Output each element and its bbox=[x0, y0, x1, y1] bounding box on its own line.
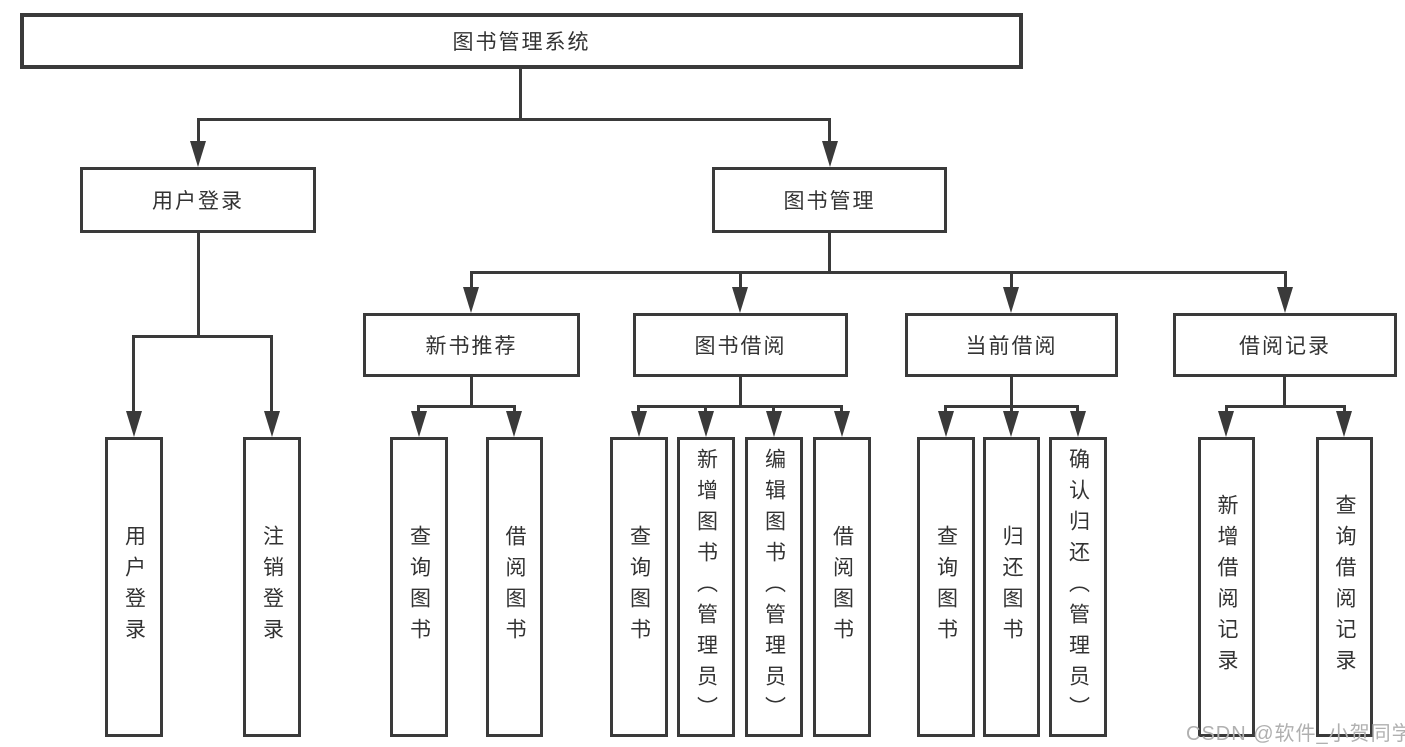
leaf-label: 查询图书 bbox=[407, 525, 431, 649]
connector-line bbox=[1076, 405, 1079, 415]
connector-line bbox=[417, 405, 420, 415]
connector-line bbox=[470, 377, 473, 407]
connector-line bbox=[270, 335, 273, 415]
arrow-down-icon bbox=[698, 411, 714, 437]
arrow-down-icon bbox=[264, 411, 280, 437]
leaf-logout: 注销登录 bbox=[243, 437, 301, 737]
csdn-watermark: CSDN @软件_小贺同学 bbox=[1186, 723, 1405, 745]
connector-line bbox=[1010, 271, 1013, 291]
connector-line bbox=[197, 118, 831, 121]
connector-line bbox=[840, 405, 843, 415]
arrow-down-icon bbox=[766, 411, 782, 437]
leaf-borrow-books: 借阅图书 bbox=[813, 437, 871, 737]
connector-line bbox=[772, 405, 775, 415]
connector-line bbox=[132, 335, 273, 338]
connector-line bbox=[418, 405, 516, 408]
node-user-login: 用户登录 bbox=[80, 167, 316, 233]
arrow-down-icon bbox=[1003, 411, 1019, 437]
arrow-down-icon bbox=[732, 287, 748, 313]
leaf-label: 新增图书（管理员） bbox=[694, 447, 718, 727]
connector-line bbox=[470, 271, 473, 291]
leaf-label: 确认归还（管理员） bbox=[1066, 447, 1090, 727]
connector-line bbox=[1225, 405, 1228, 415]
connector-line bbox=[1343, 405, 1346, 415]
node-label: 图书管理 bbox=[783, 190, 876, 213]
arrow-down-icon bbox=[1277, 287, 1293, 313]
arrow-down-icon bbox=[631, 411, 647, 437]
leaf-search-books: 查询图书 bbox=[610, 437, 668, 737]
node-library-management-system: 图书管理系统 bbox=[20, 13, 1023, 69]
leaf-add-books-admin: 新增图书（管理员） bbox=[677, 437, 735, 737]
leaf-label: 借阅图书 bbox=[830, 525, 854, 649]
connector-line bbox=[1283, 377, 1286, 407]
arrow-down-icon bbox=[411, 411, 427, 437]
node-book-borrowing: 图书借阅 bbox=[633, 313, 848, 377]
node-new-book-recommendation: 新书推荐 bbox=[363, 313, 580, 377]
arrow-down-icon bbox=[1218, 411, 1234, 437]
leaf-confirm-return-admin: 确认归还（管理员） bbox=[1049, 437, 1107, 737]
leaf-search-borrow-record: 查询借阅记录 bbox=[1316, 437, 1373, 737]
leaf-user-login: 用户登录 bbox=[105, 437, 163, 737]
node-label: 新书推荐 bbox=[425, 335, 518, 358]
leaf-edit-books-admin: 编辑图书（管理员） bbox=[745, 437, 803, 737]
leaf-label: 用户登录 bbox=[122, 525, 146, 649]
leaf-label: 查询图书 bbox=[627, 525, 651, 649]
connector-line bbox=[1010, 377, 1013, 407]
leaf-label: 注销登录 bbox=[260, 525, 284, 649]
node-label: 用户登录 bbox=[152, 190, 244, 213]
leaf-return-books: 归还图书 bbox=[983, 437, 1040, 737]
connector-line bbox=[739, 377, 742, 407]
connector-line bbox=[197, 118, 200, 150]
arrow-down-icon bbox=[822, 141, 838, 167]
connector-line bbox=[828, 233, 831, 273]
arrow-down-icon bbox=[190, 141, 206, 167]
connector-line bbox=[1010, 405, 1013, 415]
leaf-label: 查询图书 bbox=[934, 525, 958, 649]
arrow-down-icon bbox=[1336, 411, 1352, 437]
arrow-down-icon bbox=[834, 411, 850, 437]
connector-line bbox=[638, 405, 843, 408]
connector-line bbox=[1284, 271, 1287, 291]
node-label: 图书借阅 bbox=[694, 335, 787, 358]
node-label: 图书管理系统 bbox=[452, 31, 591, 54]
arrow-down-icon bbox=[938, 411, 954, 437]
leaf-search-books: 查询图书 bbox=[390, 437, 448, 737]
connector-line bbox=[828, 118, 831, 150]
arrow-down-icon bbox=[126, 411, 142, 437]
node-book-management: 图书管理 bbox=[712, 167, 947, 233]
leaf-label: 归还图书 bbox=[1000, 525, 1023, 649]
leaf-add-borrow-record: 新增借阅记录 bbox=[1198, 437, 1255, 737]
connector-line bbox=[197, 233, 200, 337]
leaf-label: 借阅图书 bbox=[503, 525, 526, 649]
connector-line bbox=[519, 69, 522, 120]
leaf-label: 编辑图书（管理员） bbox=[762, 447, 786, 727]
leaf-search-books: 查询图书 bbox=[917, 437, 975, 737]
arrow-down-icon bbox=[1003, 287, 1019, 313]
connector-line bbox=[513, 405, 516, 415]
leaf-label: 查询借阅记录 bbox=[1333, 494, 1356, 680]
node-borrowing-records: 借阅记录 bbox=[1173, 313, 1397, 377]
connector-line bbox=[132, 335, 135, 415]
connector-line bbox=[637, 405, 640, 415]
node-label: 借阅记录 bbox=[1239, 335, 1331, 358]
node-label: 当前借阅 bbox=[965, 335, 1058, 358]
arrow-down-icon bbox=[506, 411, 522, 437]
connector-line bbox=[470, 271, 1287, 274]
leaf-label: 新增借阅记录 bbox=[1215, 494, 1238, 680]
arrow-down-icon bbox=[463, 287, 479, 313]
connector-line bbox=[1225, 405, 1345, 408]
arrow-down-icon bbox=[1070, 411, 1086, 437]
connector-line bbox=[944, 405, 947, 415]
node-current-borrowing: 当前借阅 bbox=[905, 313, 1118, 377]
connector-line bbox=[704, 405, 707, 415]
leaf-borrow-books: 借阅图书 bbox=[486, 437, 543, 737]
connector-line bbox=[739, 271, 742, 291]
